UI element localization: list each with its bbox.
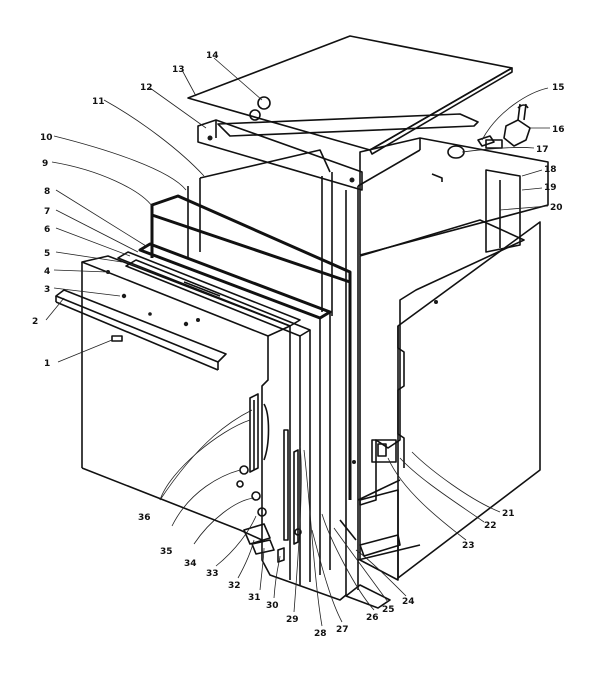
callout-32: 32 bbox=[228, 581, 241, 591]
rear-rail bbox=[217, 113, 479, 137]
side-panel-left bbox=[352, 219, 525, 506]
callout-3: 3 bbox=[44, 285, 50, 295]
callout-20: 20 bbox=[550, 203, 563, 213]
callout-13: 13 bbox=[172, 65, 185, 75]
tub-gasket bbox=[150, 194, 352, 500]
callout-21: 21 bbox=[502, 509, 515, 519]
inner-door-liner bbox=[138, 242, 332, 575]
callout-31: 31 bbox=[248, 593, 261, 603]
door-handle bbox=[55, 289, 227, 371]
side-panel-right bbox=[397, 221, 541, 579]
callout-14: 14 bbox=[206, 51, 219, 61]
callout-7: 7 bbox=[44, 207, 50, 217]
callout-30: 30 bbox=[266, 601, 279, 611]
callout-5: 5 bbox=[44, 249, 50, 259]
callout-33: 33 bbox=[206, 569, 219, 579]
callout-34: 34 bbox=[184, 559, 197, 569]
door-latch-assembly bbox=[236, 393, 302, 563]
lower-brackets bbox=[339, 489, 401, 609]
callout-9: 9 bbox=[42, 159, 48, 169]
callout-12: 12 bbox=[140, 83, 153, 93]
callout-36: 36 bbox=[138, 513, 151, 523]
top-rail bbox=[197, 119, 363, 191]
callout-27: 27 bbox=[336, 625, 349, 635]
callout-1: 1 bbox=[44, 359, 50, 369]
callout-19: 19 bbox=[544, 183, 557, 193]
callout-11: 11 bbox=[92, 97, 105, 107]
callout-28: 28 bbox=[314, 629, 327, 639]
callout-17a: 17 bbox=[536, 145, 549, 155]
callout-2: 2 bbox=[32, 317, 38, 327]
callout-29: 29 bbox=[286, 615, 299, 625]
callout-16: 16 bbox=[552, 125, 565, 135]
callout-24: 24 bbox=[402, 597, 415, 607]
valve-assembly bbox=[477, 103, 531, 147]
callout-35: 35 bbox=[160, 547, 173, 557]
leader-lines bbox=[45, 57, 550, 627]
callout-25: 25 bbox=[382, 605, 395, 615]
callout-labels: 1 2 3 4 5 6 7 8 9 10 11 12 13 14 15 16 1… bbox=[32, 51, 565, 639]
outer-door-panel bbox=[81, 255, 347, 601]
callout-6: 6 bbox=[44, 225, 50, 235]
callout-4: 4 bbox=[44, 267, 50, 277]
callout-15: 15 bbox=[552, 83, 565, 93]
callout-8: 8 bbox=[44, 187, 50, 197]
callout-22: 22 bbox=[484, 521, 497, 531]
callout-18: 18 bbox=[544, 165, 557, 175]
callout-23: 23 bbox=[462, 541, 475, 551]
callout-26: 26 bbox=[366, 613, 379, 623]
callout-10: 10 bbox=[40, 133, 53, 143]
